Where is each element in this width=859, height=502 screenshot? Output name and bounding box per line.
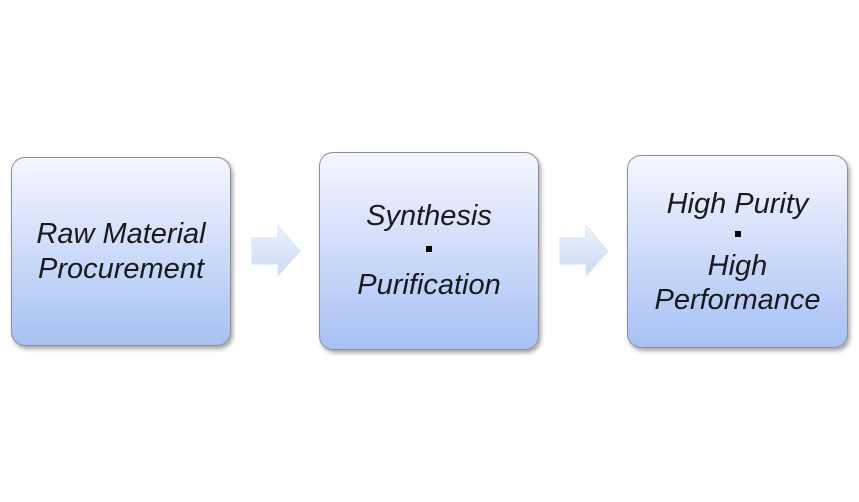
step-1-line-2: Procurement xyxy=(37,252,204,285)
step-2-line-1: Synthesis xyxy=(366,200,492,232)
right-arrow-icon xyxy=(559,224,609,278)
step-3-line-3: Performance xyxy=(654,283,821,316)
step-3-line-2: High xyxy=(707,249,768,282)
step-box-high-purity-high-performance: High Purity High Performance xyxy=(627,155,848,348)
step-box-raw-material-procurement: Raw Material Procurement xyxy=(11,157,231,346)
step-box-synthesis-purification: Synthesis Purification xyxy=(319,152,539,350)
square-bullet-icon xyxy=(734,230,741,237)
square-bullet-icon xyxy=(426,246,432,252)
step-2-line-2: Purification xyxy=(357,269,501,301)
step-1-line-1: Raw Material xyxy=(36,217,206,250)
right-arrow-icon xyxy=(251,224,301,278)
step-3-line-1: High Purity xyxy=(666,187,809,220)
